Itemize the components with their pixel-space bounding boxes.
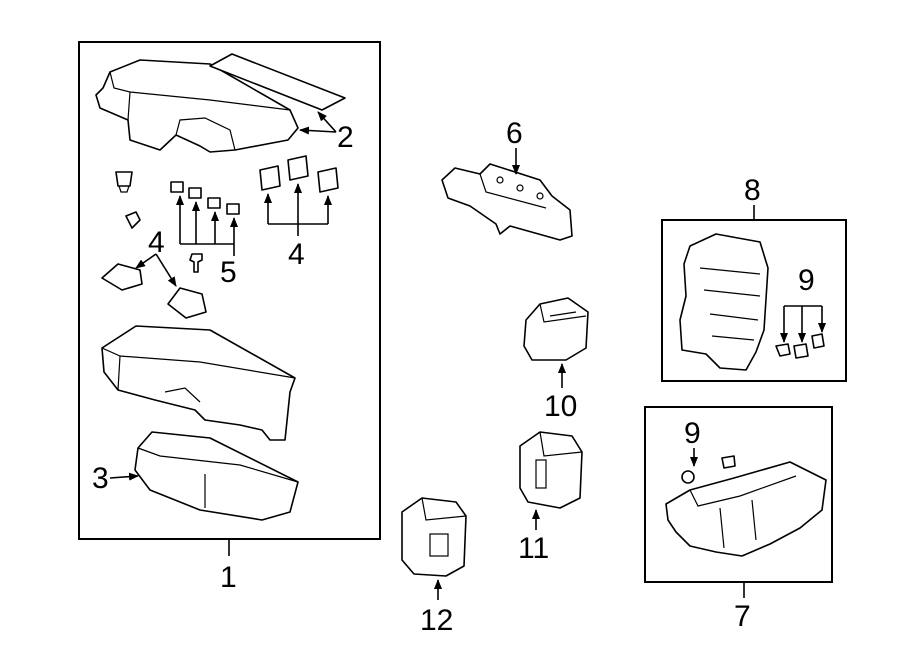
callout-11: 11 — [518, 532, 549, 565]
callout-4-left: 4 — [148, 226, 165, 259]
relay-small-b — [167, 287, 207, 319]
callout-8: 8 — [744, 174, 761, 207]
cover-label — [209, 53, 346, 111]
fuse-box-cover[interactable] — [95, 59, 299, 153]
callout-12: 12 — [420, 604, 453, 637]
callout-5: 5 — [220, 256, 237, 289]
module-10[interactable] — [523, 297, 589, 361]
callout-7: 7 — [734, 600, 751, 633]
control-unit-8[interactable] — [679, 233, 769, 371]
callout-9-bottom: 9 — [684, 417, 701, 450]
callout-2: 2 — [337, 121, 354, 154]
callout-9-top: 9 — [798, 264, 815, 297]
relay-row — [259, 155, 339, 193]
fuse-box-body[interactable] — [101, 325, 296, 441]
callout-6: 6 — [506, 117, 523, 150]
callout-4-right: 4 — [288, 238, 305, 271]
assembly-frame-1 — [78, 41, 381, 540]
bolt-part — [189, 253, 203, 273]
clip-part — [115, 171, 133, 193]
assembly-frame-7 — [644, 406, 833, 583]
callout-1: 1 — [220, 561, 237, 594]
callout-3: 3 — [92, 462, 109, 495]
relay-small-a — [101, 263, 143, 291]
leader-lines — [109, 111, 826, 600]
control-unit-7[interactable] — [665, 461, 827, 557]
mounting-bracket[interactable] — [441, 163, 573, 241]
module-11[interactable] — [519, 431, 583, 509]
pin-part — [125, 211, 141, 229]
fuse-row — [170, 181, 240, 215]
module-12[interactable] — [401, 497, 467, 577]
callout-10: 10 — [544, 390, 577, 423]
lower-case[interactable] — [134, 431, 299, 521]
fuse-set-9b — [681, 455, 736, 484]
fuse-set-9a — [775, 333, 825, 359]
